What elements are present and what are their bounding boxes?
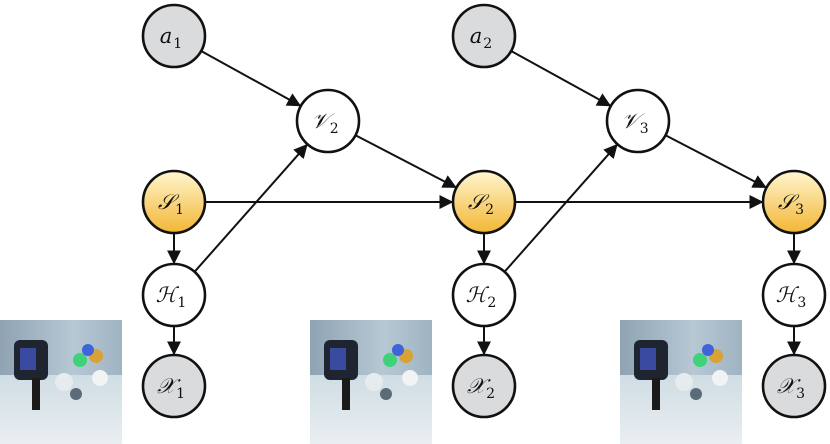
node-label-H3: ℋ3: [776, 283, 807, 311]
edge-H2-to-V3: [503, 143, 618, 273]
node-circle-X3: [761, 353, 827, 419]
node-S2: 𝒮2: [451, 169, 517, 235]
node-subscript: 2: [487, 295, 496, 311]
frame-part: [712, 370, 728, 386]
robot-camera-frame-3: [620, 320, 742, 444]
edge-a2-to-V3: [510, 50, 612, 107]
node-label-H2: ℋ2: [466, 283, 497, 311]
node-circle-H2: [451, 262, 517, 328]
node-H3: ℋ3: [761, 262, 827, 328]
node-X1: 𝒳1: [141, 353, 207, 419]
node-subscript: 3: [795, 202, 804, 218]
node-subscript: 2: [330, 121, 339, 137]
frame-part: [20, 348, 36, 370]
frame-part: [380, 388, 392, 400]
node-subscript: 1: [173, 36, 182, 52]
node-circle-a2: [451, 3, 517, 69]
node-subscript: 3: [640, 121, 649, 137]
node-label-H1: ℋ1: [156, 283, 187, 311]
node-S3: 𝒮3: [761, 169, 827, 235]
frame-part: [675, 373, 693, 391]
node-V2: 𝒱2: [295, 88, 361, 154]
node-subscript: 2: [485, 202, 494, 218]
node-circle-V2: [295, 88, 361, 154]
node-subscript: 3: [796, 386, 805, 402]
node-X3: 𝒳3: [761, 353, 827, 419]
node-label-a2: a2: [470, 24, 492, 52]
node-circle-H1: [141, 262, 207, 328]
frame-part: [55, 373, 73, 391]
node-S1: 𝒮1: [141, 169, 207, 235]
node-circle-V3: [605, 88, 671, 154]
frame-part: [693, 353, 707, 367]
frame-part: [92, 370, 108, 386]
node-circle-H3: [761, 262, 827, 328]
node-a1: a1: [141, 3, 207, 69]
node-subscript: 3: [797, 295, 806, 311]
frame-part: [383, 353, 397, 367]
frames-layer: [0, 320, 742, 444]
node-circle-S2: [451, 169, 517, 235]
frame-part: [73, 353, 87, 367]
frame-part: [330, 348, 346, 370]
frame-part: [702, 344, 714, 356]
node-circle-S1: [141, 169, 207, 235]
node-glyph: ℋ: [776, 283, 800, 307]
edge-V2-to-S2: [355, 134, 457, 189]
edge-H1-to-V2: [193, 143, 308, 273]
node-subscript: 2: [486, 386, 495, 402]
node-circle-S3: [761, 169, 827, 235]
node-circle-a1: [141, 3, 207, 69]
frame-part: [392, 344, 404, 356]
robot-camera-frame-1: [0, 320, 122, 444]
node-X2: 𝒳2: [451, 353, 517, 419]
node-subscript: 1: [175, 202, 184, 218]
frame-part: [32, 378, 40, 410]
edges-layer: [167, 50, 801, 356]
frame-part: [365, 373, 383, 391]
frame-part: [70, 388, 82, 400]
node-a2: a2: [451, 3, 517, 69]
node-glyph: a: [470, 24, 483, 48]
frame-part: [640, 348, 656, 370]
node-subscript: 1: [176, 386, 185, 402]
frame-part: [652, 378, 660, 410]
edge-V3-to-S3: [665, 134, 767, 189]
node-circle-X1: [141, 353, 207, 419]
robot-camera-frame-2: [310, 320, 432, 444]
node-H2: ℋ2: [451, 262, 517, 328]
node-H1: ℋ1: [141, 262, 207, 328]
frame-part: [690, 388, 702, 400]
node-label-a1: a1: [160, 24, 182, 52]
node-subscript: 1: [177, 295, 186, 311]
node-glyph: ℋ: [156, 283, 180, 307]
node-V3: 𝒱3: [605, 88, 671, 154]
node-label-X1: 𝒳1: [157, 374, 185, 402]
node-circle-X2: [451, 353, 517, 419]
node-glyph: ℋ: [466, 283, 490, 307]
edge-a1-to-V2: [200, 50, 302, 107]
node-label-X3: 𝒳3: [777, 374, 805, 402]
frame-part: [342, 378, 350, 410]
frame-part: [82, 344, 94, 356]
frame-part: [402, 370, 418, 386]
node-subscript: 2: [483, 36, 492, 52]
node-glyph: a: [160, 24, 173, 48]
